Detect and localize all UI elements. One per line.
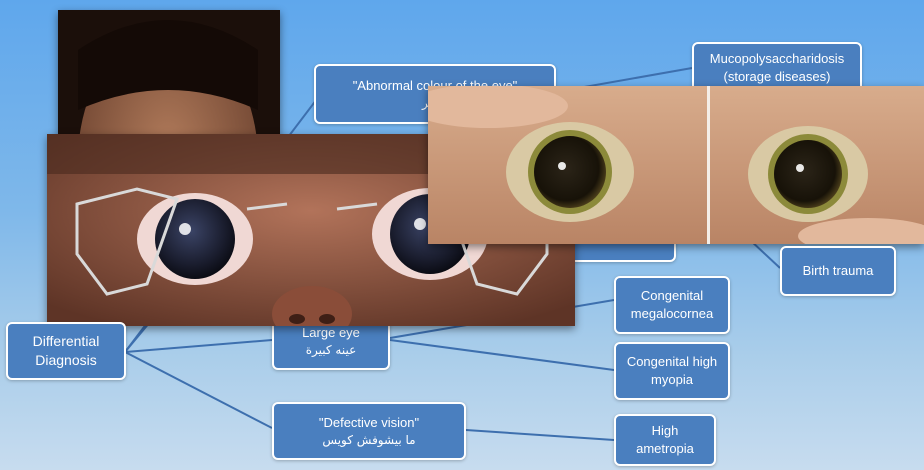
- birth-trauma-label: Birth trauma: [803, 262, 874, 280]
- connector-root-to-large-eye: [125, 340, 272, 352]
- node-congenital-high-myopia: Congenital high myopia: [614, 342, 730, 400]
- node-differential-diagnosis: Differential Diagnosis: [6, 322, 126, 380]
- defective-vision-arabic: ما بيشوفش كويس: [322, 432, 415, 448]
- node-birth-trauma: Birth trauma: [780, 246, 896, 296]
- mucopoly-line1: Mucopolysaccharidosis: [710, 50, 844, 68]
- node-high-ametropia: High ametropia: [614, 414, 716, 466]
- mucopoly-line2: (storage diseases): [724, 68, 831, 86]
- connector-defective-vision-to-ametropia: [466, 430, 614, 440]
- connector-to-birth-trauma: [750, 240, 780, 268]
- megalocornea-line1: Congenital: [641, 287, 703, 305]
- large-eye-english: Large eye: [302, 324, 360, 342]
- high-myopia-line2: myopia: [651, 371, 693, 389]
- high-ametropia-line2: ametropia: [636, 440, 694, 458]
- defective-vision-english: "Defective vision": [319, 414, 419, 432]
- root-line2: Diagnosis: [35, 351, 96, 370]
- connector-large-eye-to-myopia: [390, 340, 614, 370]
- cloudy-eyes-image: [428, 86, 924, 244]
- connector-root-to-left-photo: [125, 322, 150, 352]
- high-ametropia-line1: High: [652, 422, 679, 440]
- root-line1: Differential: [33, 332, 100, 351]
- cloudy-eyes-photo: [428, 86, 924, 244]
- large-eye-arabic: عينه كبيرة: [306, 342, 357, 358]
- megalocornea-line2: megalocornea: [631, 305, 713, 323]
- high-myopia-line1: Congenital high: [627, 353, 717, 371]
- node-congenital-megalocornea: Congenital megalocornea: [614, 276, 730, 334]
- connector-root-to-defective-vision: [125, 352, 272, 428]
- node-defective-vision: "Defective vision" ما بيشوفش كويس: [272, 402, 466, 460]
